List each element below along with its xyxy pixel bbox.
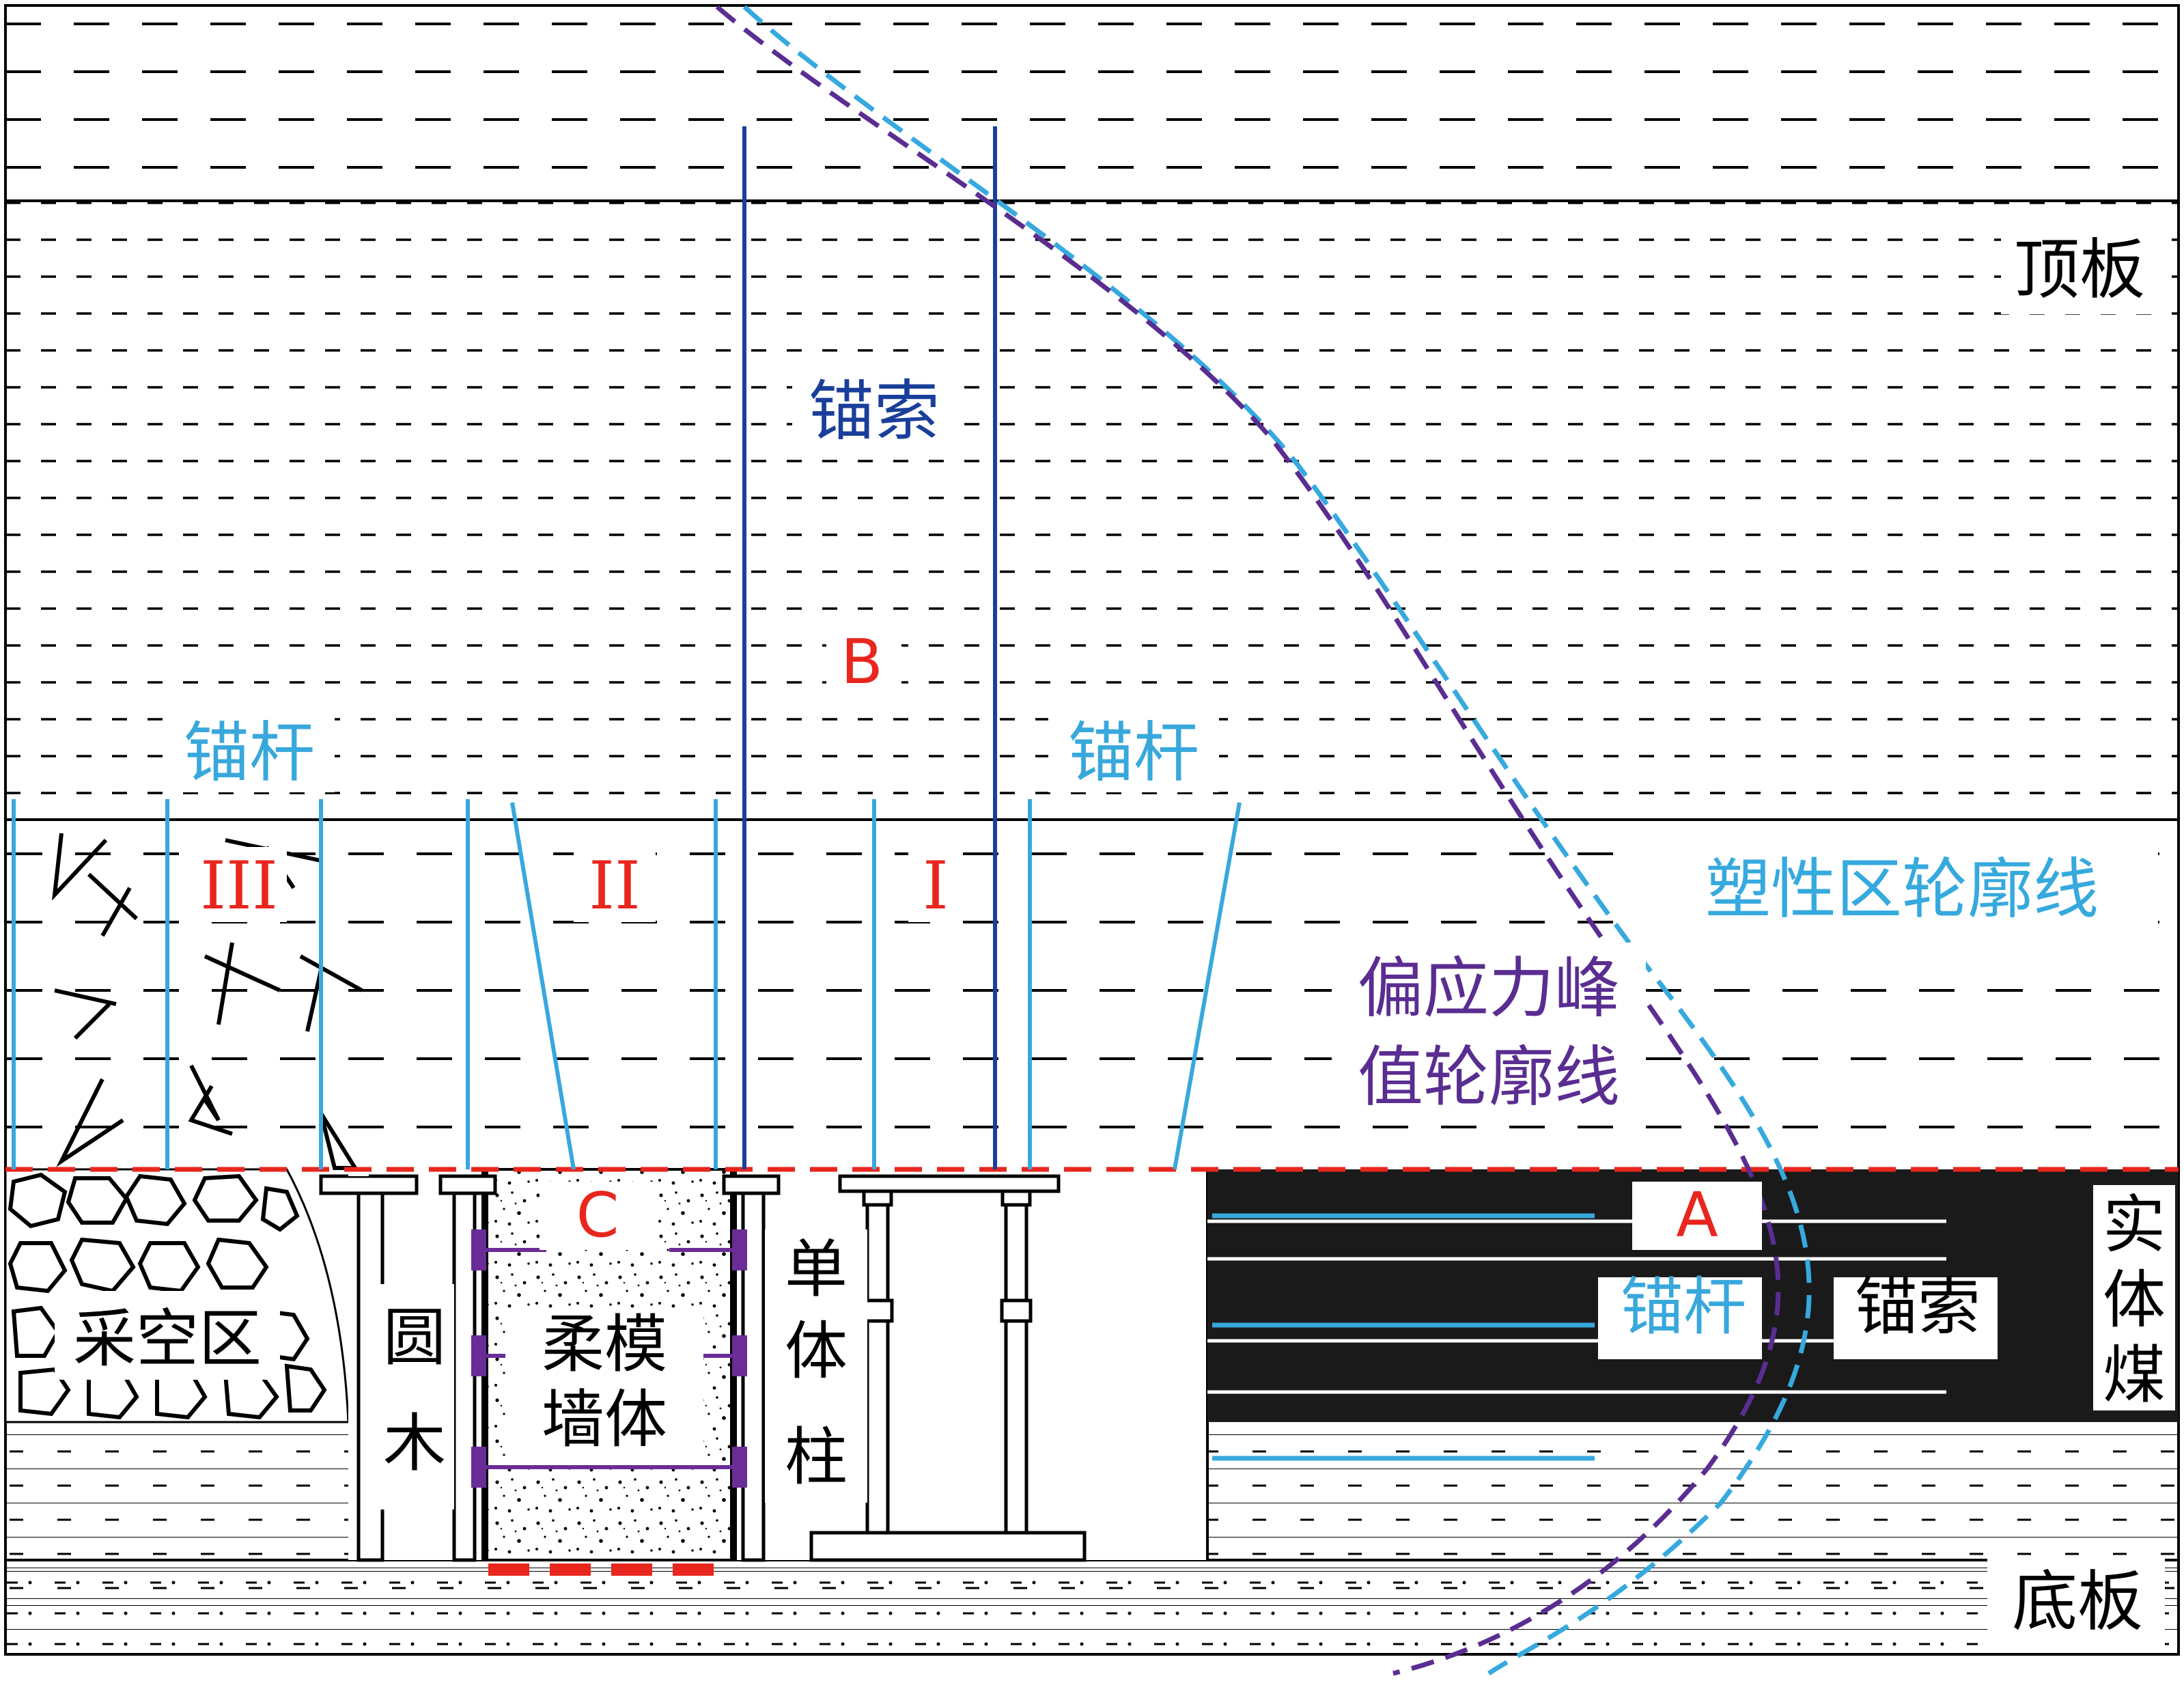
zone-B-label: B (841, 626, 883, 698)
floor-stratum (5, 1560, 2179, 1656)
solid-coal-label-1: 实 (2103, 1188, 2166, 1262)
rib-bolts (1212, 1213, 1595, 1461)
zone-C-label: C (576, 1180, 619, 1251)
stress-peak-contour (715, 5, 1781, 1676)
anchor-rod-left-label: 锚杆 (184, 714, 315, 791)
wall-label-1: 柔模 (542, 1308, 667, 1381)
goaf-label: 采空区 (73, 1303, 262, 1376)
anchor-rod-right-label: 锚杆 (1068, 714, 1199, 791)
log-label-2: 木 (383, 1407, 446, 1480)
zone-I-label: I (923, 848, 949, 924)
log-label-1: 圆 (383, 1301, 446, 1374)
hydraulic-props (809, 1174, 1087, 1562)
roof-bolts (12, 799, 1242, 1170)
solid-coal-label-3: 煤 (2103, 1339, 2166, 1412)
rib-bolt-label: 锚杆 (1621, 1270, 1746, 1344)
plastic-zone-label: 塑性区轮廓线 (1705, 851, 2099, 928)
anchor-cable-label: 锚索 (809, 373, 940, 449)
zone-A-label: A (1676, 1180, 1718, 1251)
upper-roof-stratum (5, 5, 2179, 201)
zone-III-label: III (200, 848, 278, 924)
zone-II-label: II (589, 848, 641, 924)
roof-label: 顶板 (2014, 232, 2145, 308)
solid-coal-label-2: 体 (2103, 1264, 2166, 1337)
label-backgrounds (55, 232, 2175, 1646)
stress-peak-label-2: 值轮廓线 (1358, 1039, 1620, 1115)
plastic-zone-contour (742, 5, 1812, 1675)
floor-label: 底板 (2012, 1563, 2143, 1640)
prop-label-1: 单 (785, 1233, 848, 1306)
stress-peak-label-1: 偏应力峰 (1358, 950, 1620, 1027)
roof-cables (742, 126, 997, 1169)
rib-cable-label: 锚索 (1855, 1270, 1980, 1344)
wall-label-2: 墙体 (542, 1383, 667, 1456)
prop-label-2: 体 (785, 1315, 848, 1388)
prop-label-3: 柱 (785, 1421, 848, 1494)
broken-rock-fragments (52, 833, 363, 1170)
